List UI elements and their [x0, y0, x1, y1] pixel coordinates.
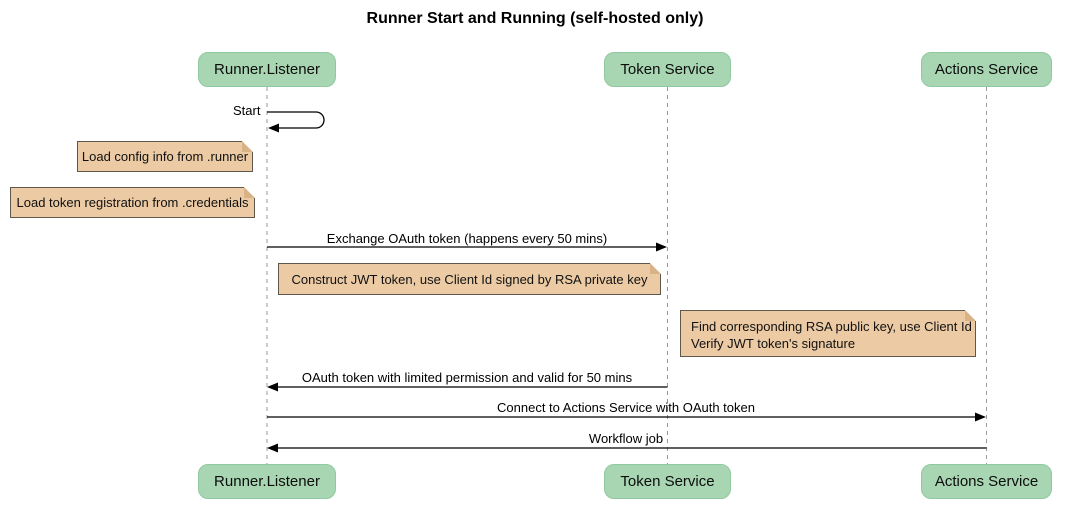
- participant-bottom-runner-listener: Runner.Listener: [198, 464, 336, 499]
- message-label-exchange-oauth: Exchange OAuth token (happens every 50 m…: [326, 231, 608, 246]
- message-start-self-loop: [267, 111, 325, 129]
- message-workflow-job-arrowhead: [267, 443, 278, 453]
- note-construct-jwt: Construct JWT token, use Client Id signe…: [278, 263, 661, 295]
- note-fold-icon: [242, 141, 253, 152]
- note-load-token-registration: Load token registration from .credential…: [10, 187, 255, 218]
- participant-top-actions-service: Actions Service: [921, 52, 1052, 87]
- note-load-config: Load config info from .runner: [77, 141, 253, 172]
- note-text: Construct JWT token, use Client Id signe…: [291, 271, 648, 287]
- message-label-connect-actions: Connect to Actions Service with OAuth to…: [497, 400, 755, 415]
- note-fold-icon: [650, 263, 661, 274]
- participant-label: Actions Service: [934, 473, 1039, 490]
- note-text-line: Verify JWT token's signature: [691, 336, 856, 351]
- participant-top-runner-listener: Runner.Listener: [198, 52, 336, 87]
- participant-label: Token Service: [620, 61, 715, 78]
- participant-label: Token Service: [620, 473, 715, 490]
- note-text: Load config info from .runner: [81, 149, 249, 164]
- participant-top-token-service: Token Service: [604, 52, 731, 87]
- message-connect-actions-arrowhead: [975, 412, 986, 422]
- participant-label: Runner.Listener: [214, 473, 320, 490]
- message-label-start: Start: [233, 103, 261, 118]
- note-find-rsa-key: Find corresponding RSA public key, use C…: [680, 310, 976, 357]
- message-start-arrowhead: [268, 123, 279, 133]
- note-fold-icon: [244, 187, 255, 198]
- participant-bottom-actions-service: Actions Service: [921, 464, 1052, 499]
- diagram-title: Runner Start and Running (self-hosted on…: [366, 10, 704, 27]
- message-oauth-return-arrowhead: [267, 382, 278, 392]
- message-label-workflow-job: Workflow job: [588, 431, 664, 446]
- participant-label: Actions Service: [934, 61, 1039, 78]
- message-label-oauth-return: OAuth token with limited permission and …: [301, 370, 633, 385]
- note-text-line: Find corresponding RSA public key, use C…: [691, 319, 972, 334]
- participant-label: Runner.Listener: [214, 61, 320, 78]
- note-text: Load token registration from .credential…: [16, 195, 249, 210]
- participant-bottom-token-service: Token Service: [604, 464, 731, 499]
- message-exchange-oauth-arrowhead: [656, 242, 667, 252]
- note-fold-icon: [965, 310, 976, 321]
